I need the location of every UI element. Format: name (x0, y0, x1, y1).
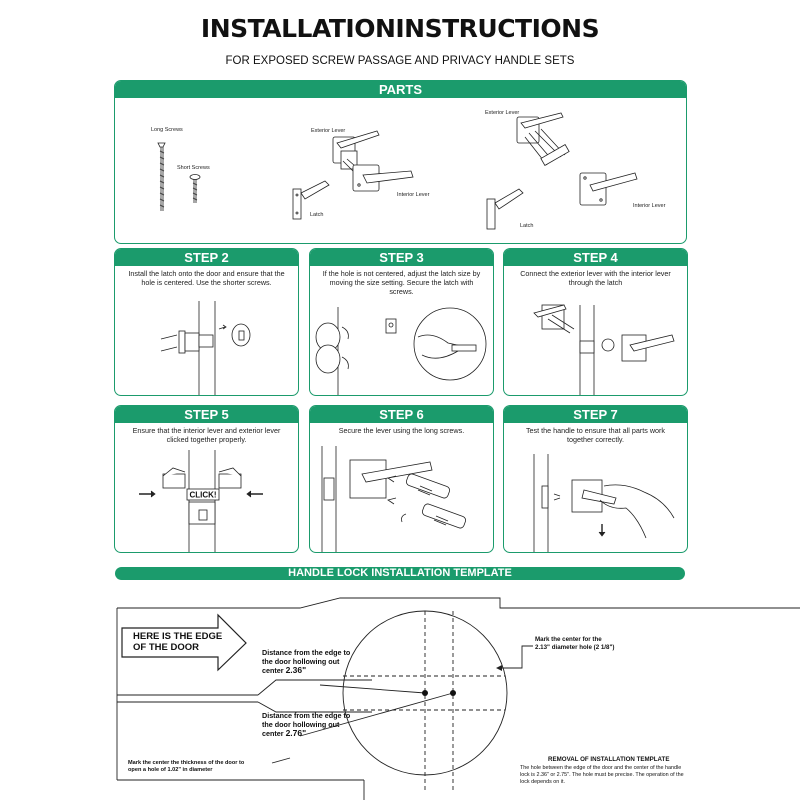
parts-illustration: Long Screws Short Screws Exterior Lever … (151, 110, 666, 230)
step-4-illustration (533, 304, 675, 395)
step-4-heading: STEP 4 (504, 249, 687, 266)
step-6-illustration (321, 446, 466, 552)
mark-center-label: Mark the center for the 2.13" diameter h… (535, 636, 615, 651)
interior-lever-label: Interior Lever (397, 192, 430, 198)
step-5-text: Ensure that the interior lever and exter… (132, 426, 281, 444)
click-callout: CLICK! (189, 491, 216, 500)
step-5-illustration: CLICK! (139, 450, 263, 552)
parts-heading: PARTS (115, 81, 686, 98)
template-heading: HANDLE LOCK INSTALLATION TEMPLATE (115, 567, 685, 580)
click-badge (186, 488, 220, 501)
distance-text-1: Distance from the edge to the door hollo… (262, 648, 351, 675)
distance-label-1: Distance from the edge to the door hollo… (262, 648, 352, 675)
distance-text-2: Distance from the edge to the door hollo… (262, 711, 351, 738)
page-title: INSTALLATIONINSTRUCTIONS (200, 14, 600, 43)
latch-label: Latch (310, 212, 323, 218)
step-2-heading: STEP 2 (115, 249, 298, 266)
step-3-heading: STEP 3 (310, 249, 493, 266)
step-4-text: Connect the exterior lever with the inte… (520, 269, 671, 287)
center-dot-1 (422, 690, 428, 696)
step-2-text: Install the latch onto the door and ensu… (128, 269, 285, 287)
step-2-panel: STEP 2 Install the latch onto the door a… (114, 248, 299, 396)
interior-lever-label-2: Interior Lever (633, 203, 666, 209)
removal-text: The hole between the edge of the door an… (520, 765, 684, 785)
step-3-illustration (315, 307, 487, 395)
removal-title: REMOVAL OF INSTALLATION TEMPLATE (548, 756, 670, 763)
step-6-panel: STEP 6 Secure the lever using the long s… (309, 405, 494, 553)
step-3-panel: STEP 3 If the hole is not centered, adju… (309, 248, 494, 396)
template-drawing (116, 597, 800, 800)
mark-thickness-label: Mark the center the thickness of the doo… (128, 760, 245, 773)
distance-value-1: 2.36" (285, 665, 307, 675)
latch-label-2: Latch (520, 223, 533, 229)
step-2-illustration (160, 301, 251, 395)
short-screws-label: Short Screws (177, 165, 210, 171)
edge-of-door-label: HERE IS THE EDGE OF THE DOOR (133, 631, 223, 653)
distance-label-2: Distance from the edge to the door hollo… (262, 711, 352, 738)
parts-panel: PARTS (114, 80, 687, 244)
page-subtitle: FOR EXPOSED SCREW PASSAGE AND PRIVACY HA… (225, 55, 575, 67)
step-4-panel: STEP 4 Connect the exterior lever with t… (503, 248, 688, 396)
exterior-lever-label: Exterior Lever (311, 128, 345, 134)
step-6-text: Secure the lever using the long screws. (338, 426, 465, 435)
step-7-heading: STEP 7 (504, 406, 687, 423)
exterior-lever-label-2: Exterior Lever (485, 110, 519, 116)
step-5-heading: STEP 5 (115, 406, 298, 423)
step-7-text: Test the handle to ensure that all parts… (525, 426, 666, 444)
center-dot-2 (450, 690, 456, 696)
distance-value-2: 2.76" (285, 728, 307, 738)
step-7-illustration (533, 454, 675, 552)
step-6-heading: STEP 6 (310, 406, 493, 423)
step-3-text: If the hole is not centered, adjust the … (322, 269, 481, 296)
long-screws-label: Long Screws (151, 127, 183, 133)
step-7-panel: STEP 7 Test the handle to ensure that al… (503, 405, 688, 553)
step-5-panel: STEP 5 Ensure that the interior lever an… (114, 405, 299, 553)
